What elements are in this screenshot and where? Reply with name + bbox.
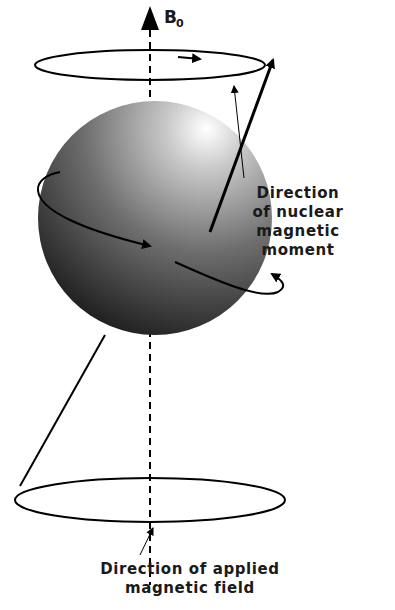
moment-line xyxy=(20,335,105,486)
spin-arrow xyxy=(38,172,150,246)
leader-arrow xyxy=(234,86,244,178)
precession-ellipse xyxy=(15,478,285,522)
spin-arrow xyxy=(175,262,283,294)
field-subscript: 0 xyxy=(176,17,184,31)
field-label: Direction of applied magnetic field xyxy=(70,560,310,598)
nucleus-sphere xyxy=(38,101,272,335)
moment-label: Direction of nuclear magnetic moment xyxy=(246,184,350,260)
precession-arrow xyxy=(178,57,200,59)
field-symbol: B xyxy=(164,7,178,27)
axis-arrowhead xyxy=(141,6,159,30)
leader-arrow xyxy=(140,528,153,555)
precession-ellipse xyxy=(35,50,265,80)
